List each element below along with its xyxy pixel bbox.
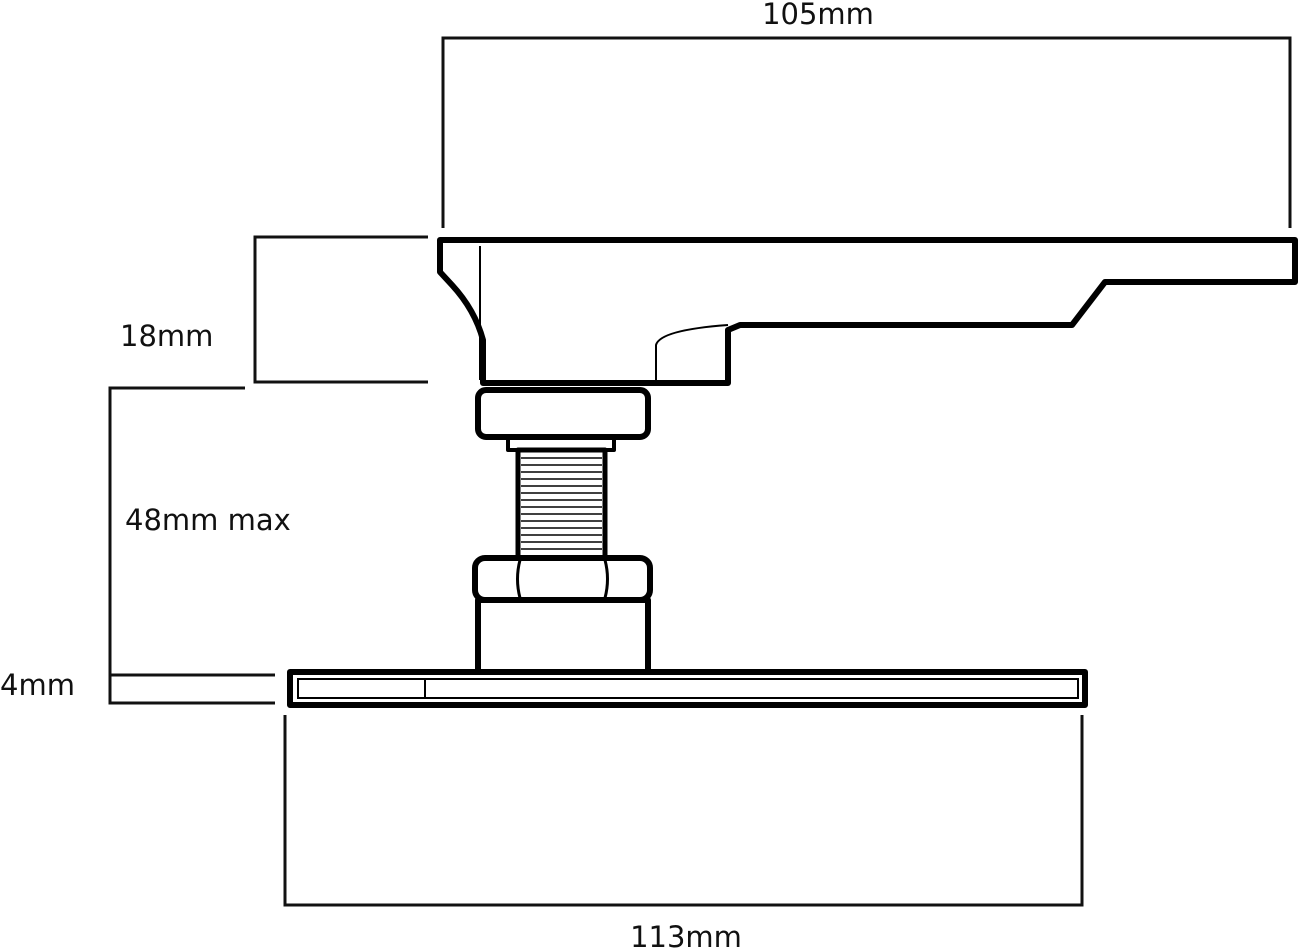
label-handle-height: 18mm <box>120 319 213 353</box>
label-adjust-height: 48mm max <box>125 503 291 537</box>
dimension-adjust-height: 48mm max 4mm <box>0 386 291 705</box>
lower-block <box>475 597 651 675</box>
dimension-handle-height: 18mm <box>120 235 428 384</box>
label-top-width: 105mm <box>762 0 874 31</box>
dimension-base-width: 113mm <box>283 715 1084 950</box>
threaded-rod <box>515 447 608 561</box>
base-plate <box>287 669 1088 708</box>
dimension-top-width: 105mm <box>441 0 1292 228</box>
hex-nut <box>472 555 653 603</box>
handle-arm <box>437 237 1298 386</box>
upper-nut <box>475 387 651 440</box>
label-base-width: 113mm <box>630 920 742 950</box>
label-plate-thickness: 4mm <box>0 668 75 702</box>
